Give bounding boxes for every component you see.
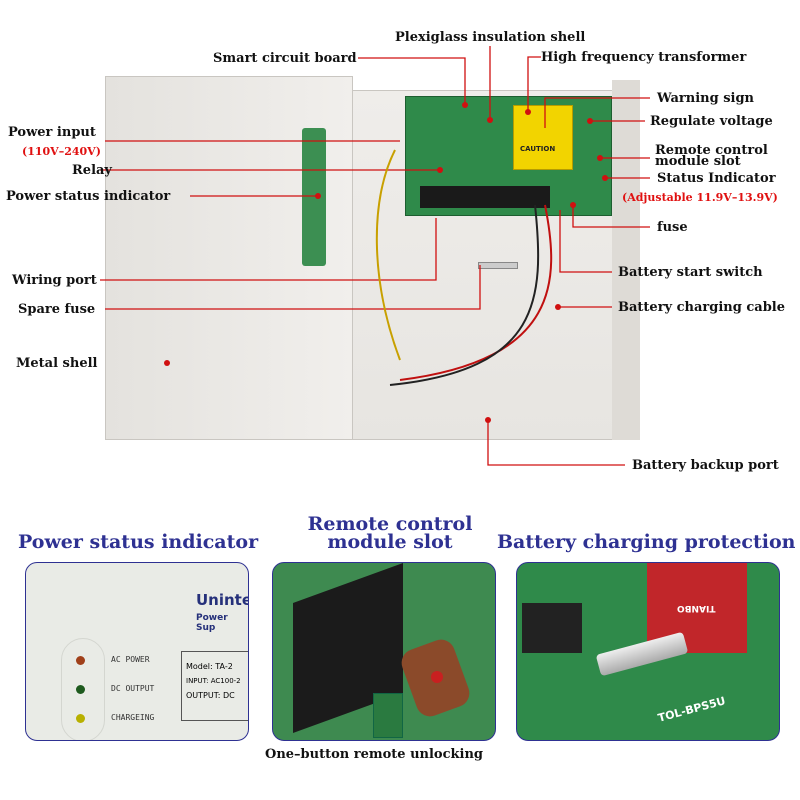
spec-box: Model: TA-2 INPUT: AC100-2 OUTPUT: DC [181,651,248,721]
leader-backup [487,420,625,466]
label-power-status: Power status indicator [6,189,171,204]
label-warning-sign: Warning sign [657,91,754,106]
transformer [513,105,573,170]
leader-warning [544,97,650,128]
label-status-indicator: Status Indicator [657,171,776,186]
label-metal-shell: Metal shell [16,356,98,371]
led-bezel [61,638,105,740]
label-power-range: (110V–240V) [22,145,101,158]
enclosure-side [612,80,640,440]
brand-sub-text: Power Sup [196,613,228,633]
brand-text: Uninte [196,591,249,609]
relay-text: TIANBO [677,603,716,613]
label-power-input: Power input [8,125,96,140]
terminal-block [420,186,550,208]
label-smart-board: Smart circuit board [213,51,357,66]
led-label-ac: AC POWER [111,655,150,664]
label-fuse: fuse [657,220,688,235]
label-remote-slot-2: module slot [655,154,741,169]
label-wiring-port: Wiring port [12,273,97,288]
label-relay: Relay [72,163,112,178]
spec-input: INPUT: AC100-2 [186,677,241,685]
panel-power-status: AC POWER DC OUTPUT CHARGEING Uninte Powe… [25,562,249,741]
spec-model: Model: TA-2 [186,662,233,671]
label-regulate-voltage: Regulate voltage [650,114,773,129]
heading-remote-1: Remote control [307,513,473,535]
led-label-dc: DC OUTPUT [111,684,155,693]
leader-switch [559,210,612,273]
leader-wiring [100,218,437,281]
heatsink [522,603,582,653]
label-plexiglass: Plexiglass insulation shell [395,30,586,45]
receiver-module [373,693,403,738]
heading-battery: Battery charging protection [497,531,796,553]
label-battery-switch: Battery start switch [618,265,763,280]
label-spare-fuse: Spare fuse [18,302,96,317]
spec-output: OUTPUT: DC [186,691,235,700]
wires [375,149,553,386]
label-remote-slot-1: Remote control [655,143,768,158]
led-charging [76,714,85,723]
remote-button-icon [431,671,443,683]
panel-remote [272,562,496,741]
label-status-range: (Adjustable 11.9V–13.9V) [622,191,778,204]
caption-remote: One–button remote unlocking [265,747,484,762]
label-backup-port: Battery backup port [632,458,779,473]
leader-transformer [527,56,541,112]
heading-power-status: Power status indicator [18,531,259,553]
led-ac-power [76,656,85,665]
leader-smart-board [358,57,466,105]
caution-label: CAUTION [520,145,556,153]
led-dc-output [76,685,85,694]
led-label-charging: CHARGEING [111,713,155,722]
panel-battery: TIANBO TOL-BPS5U [516,562,780,741]
board-text: TOL-BPS5U [656,694,727,725]
heading-remote-2: module slot [327,531,453,553]
leader-lines [100,46,650,466]
leader-spare-fuse [105,265,481,310]
label-charging-cable: Battery charging cable [618,300,785,315]
spare-fuse [478,262,518,269]
door-pcb [302,128,326,266]
leader-fuse [572,205,650,228]
fuse [595,631,689,677]
label-transformer: High frequency transformer [541,50,747,65]
